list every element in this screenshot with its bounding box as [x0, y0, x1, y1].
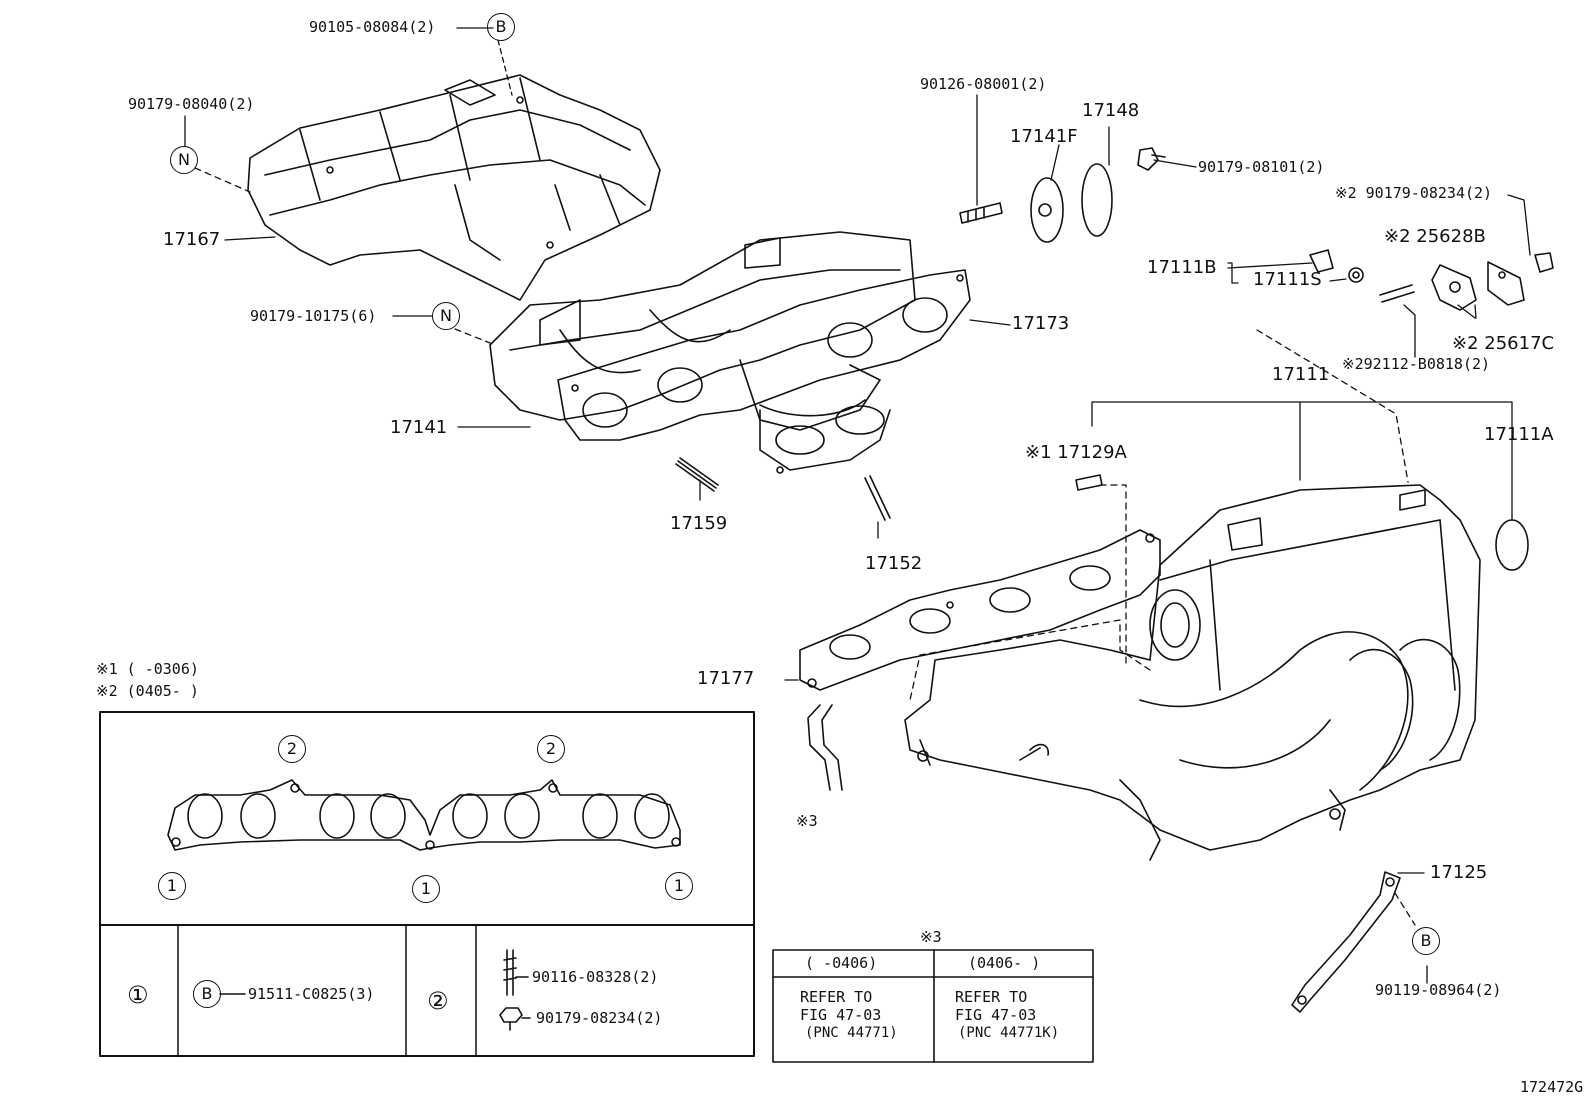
plug-17111A — [1495, 519, 1529, 571]
marker-two-right: 2 — [537, 735, 565, 763]
label-25628B: ※2 25628B — [1384, 226, 1486, 247]
marker-one-left: 1 — [158, 872, 186, 900]
label-17111S: 17111S — [1253, 269, 1322, 290]
legend-row1-mark: ① — [127, 981, 149, 1009]
label-17111A: 17111A — [1484, 424, 1554, 445]
label-17111B: 17111B — [1147, 257, 1217, 278]
note-1: ※1 ( -0306) — [96, 660, 199, 678]
ref-table-title: ※3 — [920, 928, 942, 946]
ref-col2-line3: (PNC 44771K) — [958, 1025, 1060, 1041]
label-90105-08084: 90105-08084(2) — [309, 18, 436, 36]
stud-90126-08001 — [959, 202, 1003, 224]
bolt-90179-08234 — [1534, 252, 1554, 273]
plate-17148 — [1081, 163, 1113, 237]
legend-row2-mark: ② — [427, 987, 449, 1015]
label-90179-08101: 90179-08101(2) — [1198, 158, 1325, 176]
ref-col1-line1: REFER TO — [800, 988, 873, 1006]
label-17148: 17148 — [1082, 100, 1140, 121]
label-17177: 17177 — [697, 668, 755, 689]
note-2: ※2 (0405- ) — [96, 682, 199, 700]
ref-col2-head: (0406- ) — [968, 954, 1041, 972]
gasket-17111S — [1348, 267, 1364, 283]
exhaust-manifold-17141 — [489, 231, 916, 431]
legend-row1-part: 91511-C0825(3) — [248, 985, 375, 1003]
label-90179-10175: 90179-10175(6) — [250, 307, 377, 325]
stud-92112-B0818 — [1379, 284, 1415, 303]
label-90179-08040: 90179-08040(2) — [128, 95, 255, 113]
legend-box — [99, 711, 755, 1057]
diagram-id: 172472G — [1520, 1078, 1584, 1096]
label-92112-B0818: ※292112-B0818(2) — [1342, 355, 1491, 373]
label-ref3-hose: ※3 — [796, 812, 818, 830]
marker-one-right: 1 — [665, 872, 693, 900]
ref-col1-line2: FIG 47-03 — [800, 1006, 882, 1024]
marker-one-mid: 1 — [412, 875, 440, 903]
hose-ref3 — [807, 704, 843, 791]
gasket-17173 — [557, 269, 971, 474]
intake-manifold-17111 — [904, 484, 1481, 861]
label-90119-08964: 90119-08964(2) — [1375, 981, 1502, 999]
gasket-25628B — [1431, 264, 1477, 311]
heat-insulator-17167 — [247, 74, 661, 301]
stud-17159 — [675, 457, 719, 492]
label-17173: 17173 — [1012, 313, 1070, 334]
marker-b-top: B — [487, 13, 515, 41]
plate-25617C — [1487, 261, 1525, 306]
cap-17111B — [1309, 249, 1334, 273]
ref-col2-line2: FIG 47-03 — [955, 1006, 1037, 1024]
label-17152: 17152 — [865, 553, 923, 574]
label-17111: 17111 — [1272, 364, 1330, 385]
legend-row2-part-a: 90116-08328(2) — [532, 968, 659, 986]
label-17125: 17125 — [1430, 862, 1488, 883]
label-25617C: ※2 25617C — [1452, 333, 1555, 354]
marker-b-stay: B — [1412, 927, 1440, 955]
gasket-17177 — [799, 529, 1161, 691]
marker-n-manifold: N — [432, 302, 460, 330]
ref-col2-line1: REFER TO — [955, 988, 1028, 1006]
label-17159: 17159 — [670, 513, 728, 534]
ref-col1-head: ( -0406) — [805, 954, 878, 972]
label-17129A: ※1 17129A — [1025, 442, 1127, 463]
label-90126-08001: 90126-08001(2) — [920, 75, 1047, 93]
label-90179-08234-top: ※2 90179-08234(2) — [1335, 184, 1493, 202]
marker-n-insulator: N — [170, 146, 198, 174]
ref-col1-line3: (PNC 44771) — [805, 1025, 898, 1041]
marker-b-legend: B — [193, 980, 221, 1008]
gasket-17141F — [1030, 177, 1064, 243]
label-17141: 17141 — [390, 417, 448, 438]
label-17167: 17167 — [163, 229, 221, 250]
marker-two-left: 2 — [278, 735, 306, 763]
ref-table — [772, 949, 1094, 1063]
stud-17129A — [1075, 474, 1103, 491]
bolt-90179-08101 — [1137, 147, 1166, 171]
legend-row2-part-b: 90179-08234(2) — [536, 1009, 663, 1027]
stud-17152 — [864, 475, 891, 521]
label-17141F: 17141F — [1010, 126, 1078, 147]
